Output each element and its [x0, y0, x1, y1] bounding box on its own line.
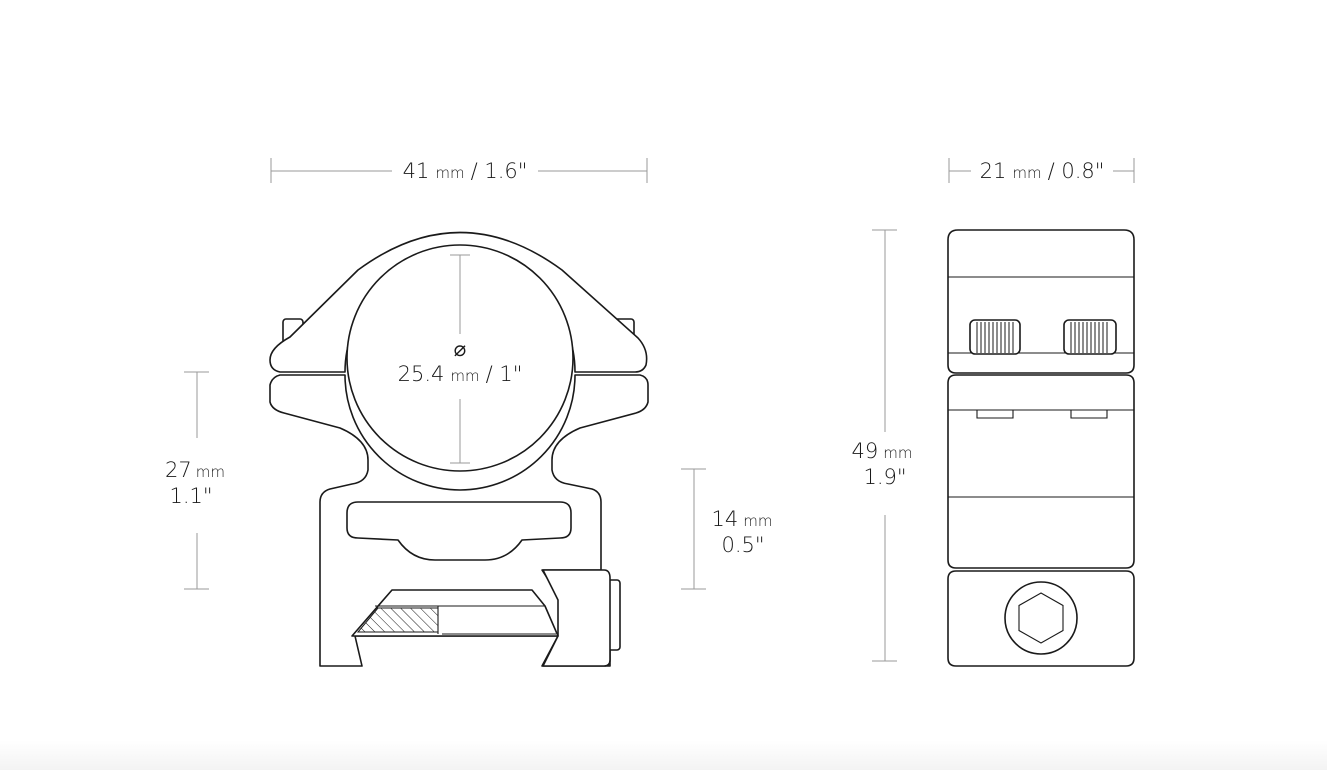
side-height-imperial: 1.9" [863, 465, 906, 489]
footer-band [0, 740, 1327, 770]
bore-circle [346, 244, 574, 472]
recoil-slot [346, 501, 572, 561]
hex-bolt-head [1004, 581, 1078, 655]
hex-socket-icon [1018, 592, 1064, 644]
scope-ring-front [269, 231, 649, 667]
front-height-imperial: 1.1" [169, 484, 212, 508]
side-middle-block [947, 374, 1135, 569]
scope-ring-side [947, 229, 1135, 667]
side-screw-left [969, 319, 1021, 355]
side-screw-right [1063, 319, 1117, 355]
rail-clamp-jaw [542, 569, 611, 667]
rail-height-imperial: 0.5" [721, 533, 764, 557]
diameter-symbol: ⌀ [454, 337, 467, 361]
